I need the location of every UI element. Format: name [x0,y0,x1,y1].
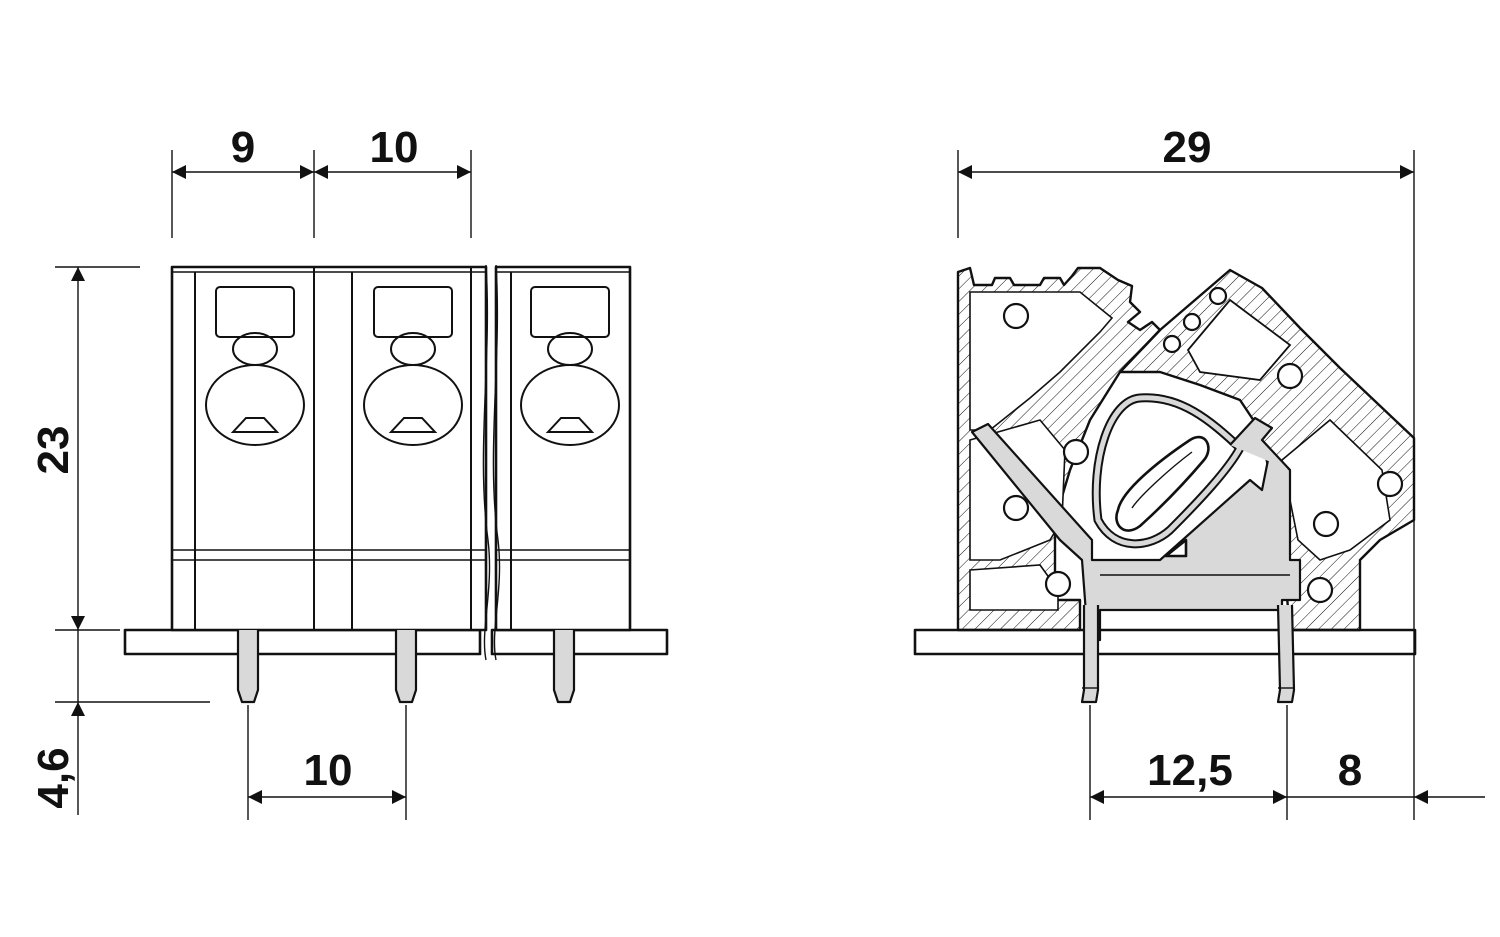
front-pins [236,630,576,704]
dim-label-10-bottom: 10 [304,746,353,795]
dim-label-12-5: 12,5 [1147,746,1233,795]
dim-side-offset: 8 [1287,746,1485,804]
terminal-module-3 [520,286,620,446]
front-view: 9 10 23 4,6 10 [29,123,669,820]
dim-label-29: 29 [1163,123,1212,172]
dim-side-width: 29 [958,123,1414,179]
dim-side-pin-spacing: 12,5 [1090,746,1287,804]
side-pins [1080,604,1296,704]
pcb-board-side [913,628,1417,656]
pcb-board-front [123,628,669,656]
dim-label-10-top: 10 [370,123,419,172]
dim-front-pitch-top: 10 [314,123,471,179]
dim-label-8: 8 [1338,746,1362,795]
dim-front-pin-length: 4,6 [29,630,85,815]
terminal-block-front-body [170,264,632,661]
dim-front-module-width: 9 [172,123,314,179]
dim-front-height: 23 [29,267,85,630]
terminal-module-1 [205,286,305,446]
dim-label-4-6: 4,6 [29,747,78,808]
dim-label-23: 23 [29,426,78,475]
dim-front-pitch-bottom: 10 [248,746,406,804]
side-housing-left [956,266,1162,632]
terminal-module-2 [363,286,463,446]
side-view: 29 12,5 8 [913,123,1485,820]
dim-label-9: 9 [231,123,255,172]
